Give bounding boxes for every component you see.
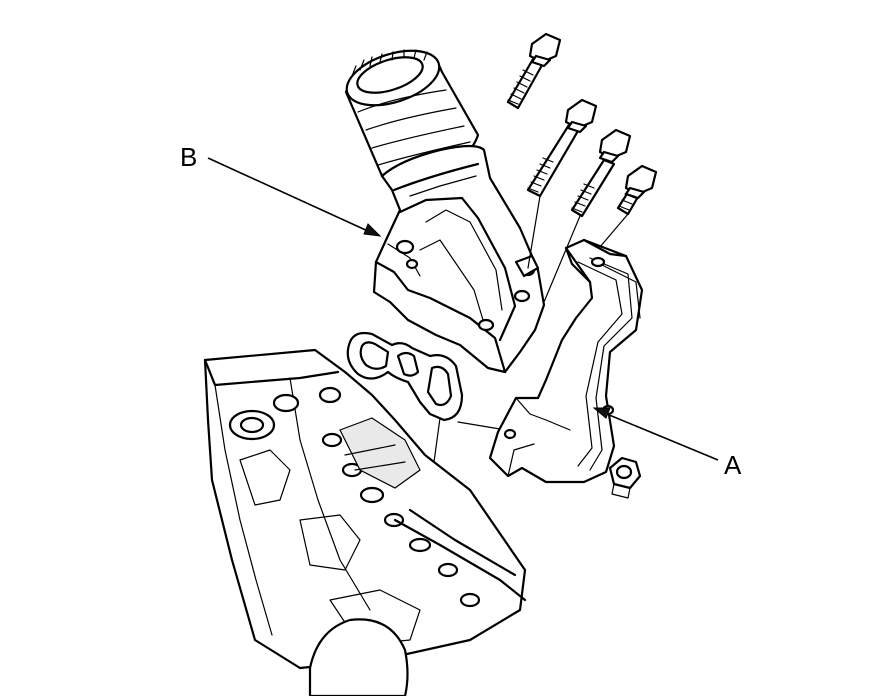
gasket-icon: [346, 331, 464, 422]
bolt-icon: [506, 32, 562, 110]
bolt-icon: [526, 98, 598, 198]
nut-icon: [608, 456, 642, 499]
leader-line-a: [592, 407, 719, 461]
callout-label-a: A: [724, 450, 742, 480]
engine-block-icon: [203, 348, 527, 696]
bolt-icon: [570, 128, 632, 218]
callout-label-b: B: [180, 142, 198, 172]
oil-filter-housing-icon: [372, 144, 546, 374]
leader-line-b: [207, 157, 382, 237]
bolt-icon: [616, 164, 658, 216]
alignment-lines: [433, 195, 629, 463]
bracket-icon: [488, 238, 644, 484]
